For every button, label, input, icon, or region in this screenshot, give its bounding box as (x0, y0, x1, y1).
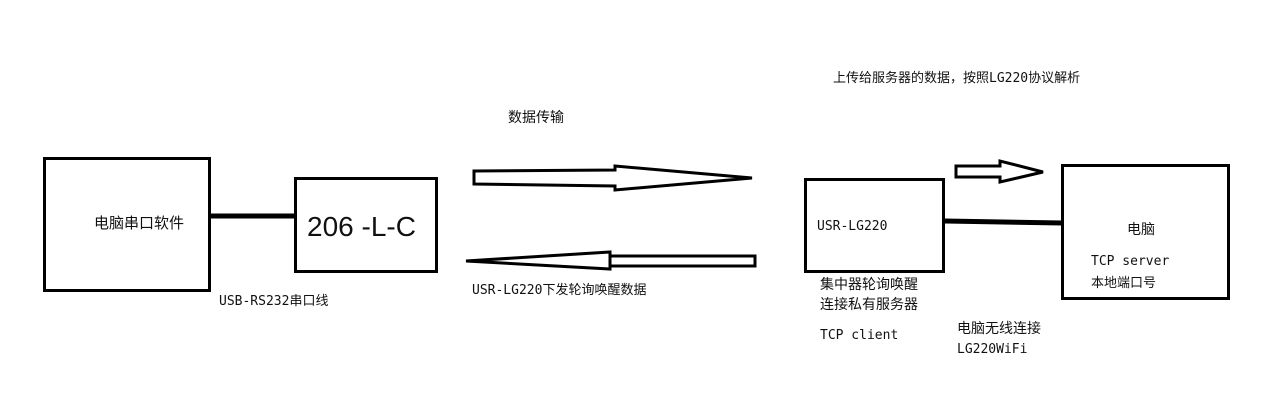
concentrator-box: USR-LG220 (804, 178, 945, 273)
device-label: 206 -L-C (307, 211, 416, 242)
concentrator-label: USR-LG220 (817, 219, 888, 234)
tcp-client-label: TCP client (820, 328, 899, 343)
pc-software-box: 电脑串口软件 (43, 157, 211, 292)
wake-data-arrow (465, 250, 757, 271)
device-box: 206 -L-C (294, 177, 438, 273)
server-line-2: 本地端口号 (1091, 276, 1157, 291)
upload-note: 上传给服务器的数据，按照LG220协议解析 (833, 71, 1081, 86)
wifi-label-2: LG220WiFi (957, 342, 1028, 357)
server-box: 电脑 TCP server 本地端口号 (1061, 164, 1230, 300)
upload-arrow (954, 159, 1044, 184)
server-line-1: TCP server (1091, 254, 1170, 269)
data-transfer-label: 数据传输 (508, 110, 564, 126)
concentrator-note-1: 集中器轮询唤醒 (820, 277, 918, 293)
data-transfer-arrow (472, 164, 753, 192)
server-title: 电脑 (1127, 222, 1155, 238)
pc-software-label: 电脑串口软件 (94, 214, 185, 232)
concentrator-note-2: 连接私有服务器 (820, 297, 918, 313)
wake-data-label: USR-LG220下发轮询唤醒数据 (472, 283, 647, 298)
wifi-label-1: 电脑无线连接 (957, 321, 1041, 337)
wifi-link-line (944, 218, 1063, 226)
usb-cable-label: USB-RS232串口线 (219, 294, 329, 309)
